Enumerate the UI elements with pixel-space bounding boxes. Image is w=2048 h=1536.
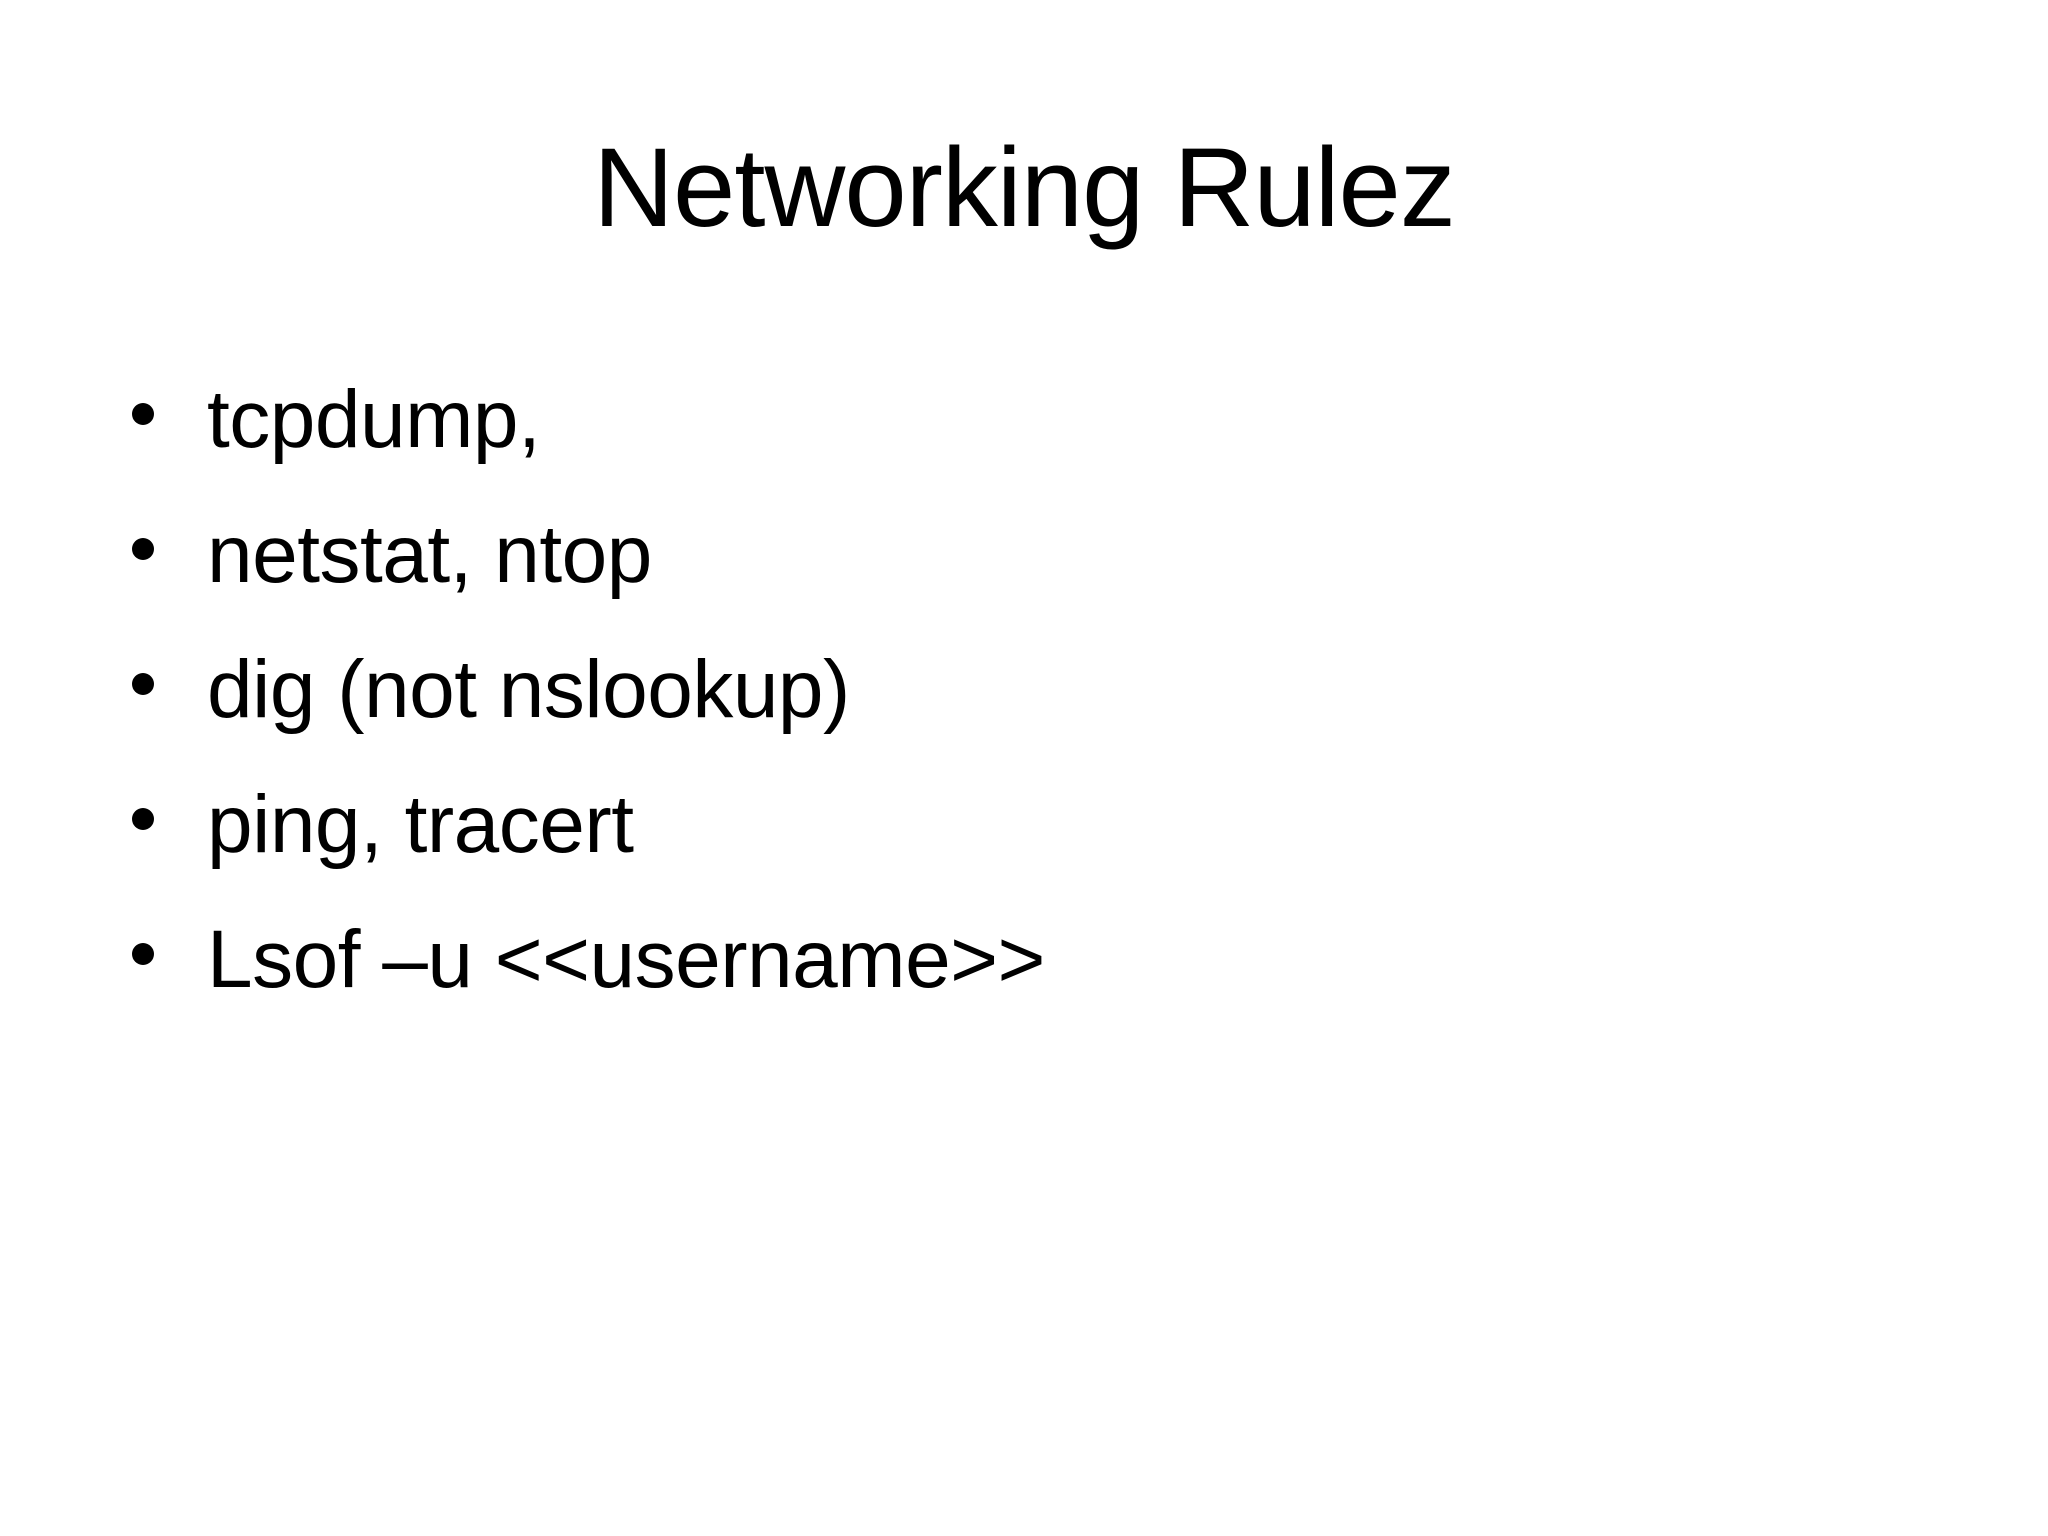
bullet-dot-icon [132,942,154,965]
bullet-dot-icon [132,672,154,695]
bullet-text: Lsof –u <<username>> [207,913,1045,1005]
bullet-text: dig (not nslookup) [207,643,850,735]
bullet-text: tcpdump, [207,373,541,465]
bullet-item: Lsof –u <<username>> [132,892,1045,1027]
bullet-list: tcpdump, netstat, ntop dig (not nslookup… [132,352,1045,1027]
bullet-item: dig (not nslookup) [132,622,1045,757]
slide-title: Networking Rulez [593,125,1456,250]
bullet-item: ping, tracert [132,757,1045,892]
bullet-text: netstat, ntop [207,508,652,600]
bullet-text: ping, tracert [207,778,634,870]
bullet-dot-icon [132,807,154,830]
bullet-item: netstat, ntop [132,487,1045,622]
bullet-item: tcpdump, [132,352,1045,487]
bullet-dot-icon [132,402,154,425]
bullet-dot-icon [132,537,154,560]
